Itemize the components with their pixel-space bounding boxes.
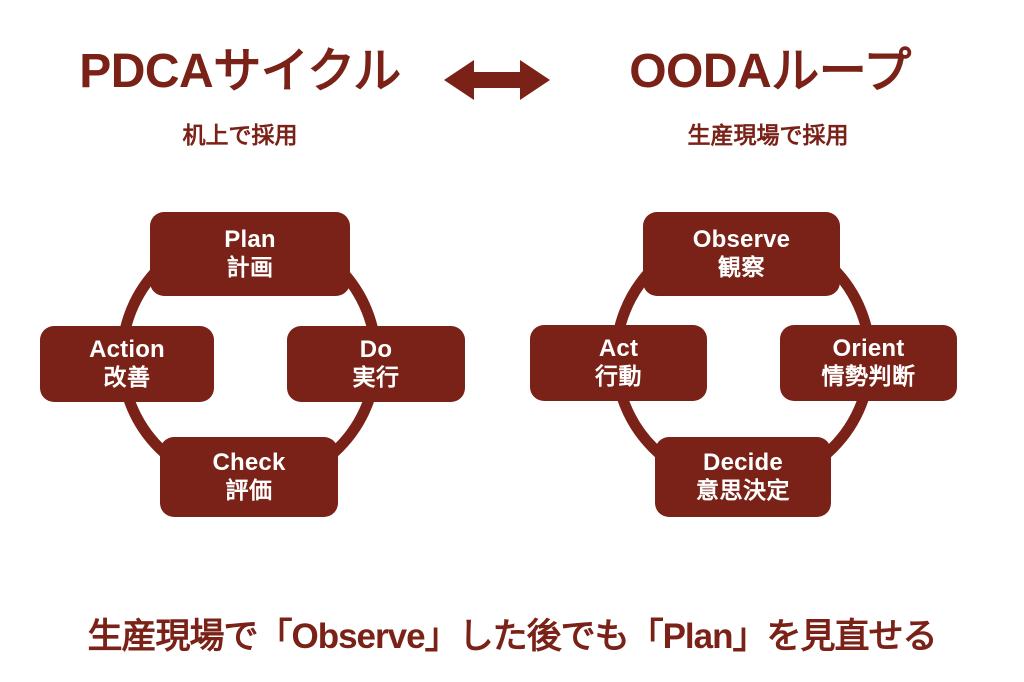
- ooda-node-act-ja: 行動: [595, 363, 642, 390]
- pdca-node-action-en: Action: [89, 336, 165, 364]
- pdca-node-do-ja: 実行: [352, 364, 400, 391]
- ooda-node-act[interactable]: Act 行動: [530, 325, 707, 401]
- ooda-node-decide[interactable]: Decide 意思決定: [655, 437, 831, 517]
- pdca-node-check-en: Check: [212, 449, 286, 477]
- pdca-node-plan-ja: 計画: [226, 254, 274, 281]
- ooda-node-decide-en: Decide: [703, 449, 783, 477]
- ooda-title: OODAループ: [629, 45, 911, 98]
- pdca-node-action-ja: 改善: [103, 364, 151, 391]
- pdca-node-check-ja: 評価: [225, 477, 273, 504]
- ooda-subtitle: 生産現場で採用: [687, 122, 849, 148]
- pdca-title: PDCAサイクル: [79, 45, 401, 98]
- ooda-node-orient-en: Orient: [832, 335, 905, 363]
- double-arrow-icon: [444, 56, 550, 104]
- pdca-node-action[interactable]: Action 改善: [40, 326, 214, 402]
- ooda-loop-diagram: Observe 観察 Orient 情勢判断 Decide 意思決定 Act 行…: [508, 190, 978, 530]
- bottom-caption: 生産現場で「Observe」した後でも「Plan」を見直せる: [87, 617, 937, 656]
- pdca-node-plan-en: Plan: [224, 226, 276, 254]
- ooda-node-observe-en: Observe: [692, 226, 791, 254]
- pdca-subtitle: 机上で採用: [182, 122, 298, 148]
- ooda-node-observe[interactable]: Observe 観察: [643, 212, 840, 296]
- ooda-node-observe-ja: 観察: [718, 254, 765, 281]
- pdca-cycle-diagram: Plan 計画 Do 実行 Check 評価 Action 改善: [14, 190, 484, 530]
- ooda-node-decide-ja: 意思決定: [696, 477, 790, 504]
- pdca-node-plan[interactable]: Plan 計画: [150, 212, 350, 296]
- ooda-node-orient[interactable]: Orient 情勢判断: [780, 325, 957, 401]
- pdca-node-do[interactable]: Do 実行: [287, 326, 465, 402]
- ooda-node-orient-ja: 情勢判断: [821, 363, 916, 390]
- pdca-node-do-en: Do: [359, 336, 393, 364]
- pdca-node-check[interactable]: Check 評価: [160, 437, 338, 517]
- ooda-node-act-en: Act: [598, 335, 639, 363]
